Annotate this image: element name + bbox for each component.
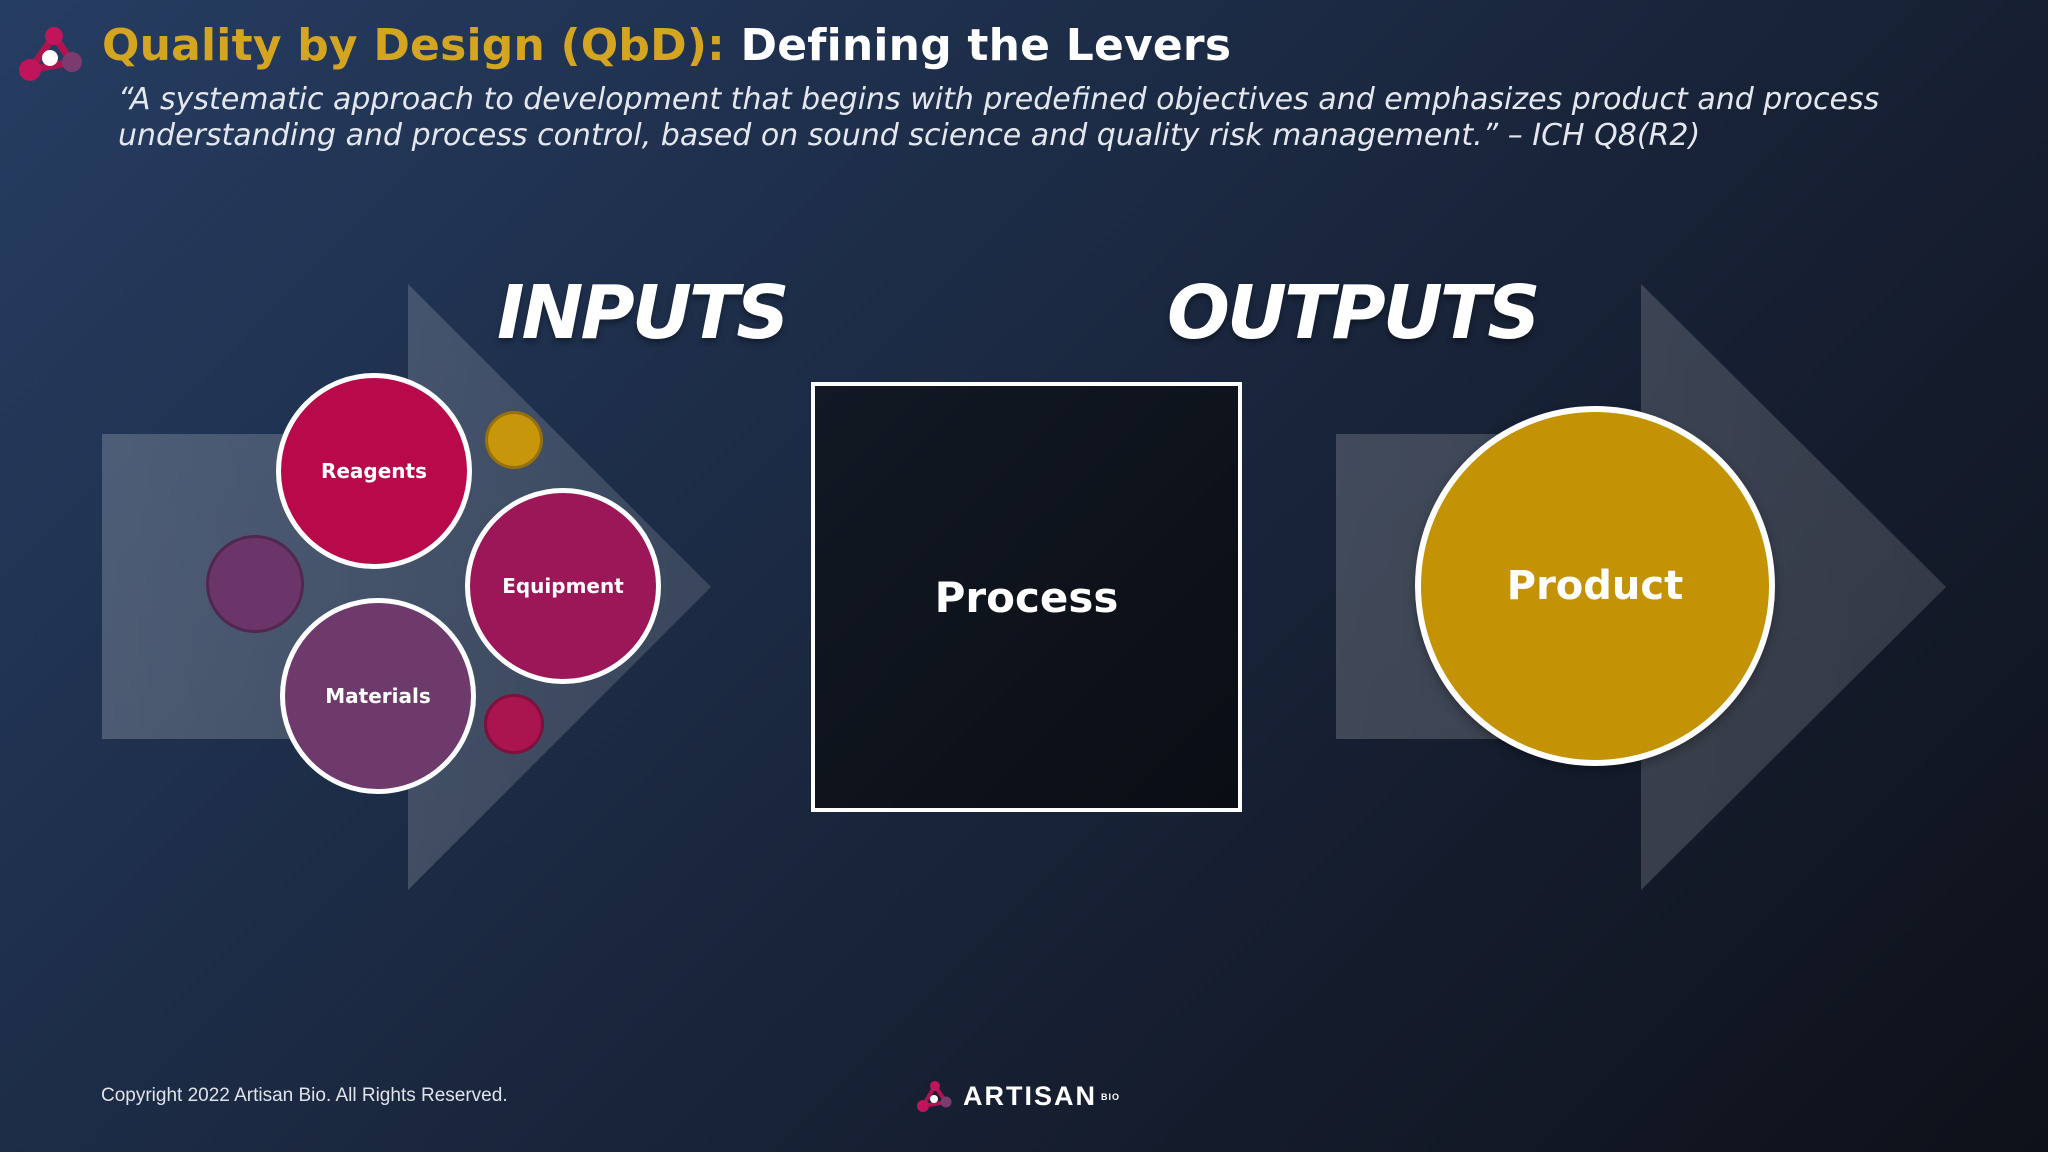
input-equipment: Equipment [465,488,661,684]
footer-brand: ARTISAN BIO [913,1078,1120,1114]
ich-quote: “A systematic approach to development th… [118,82,1880,153]
outputs-heading: OUTPUTS [1167,270,1541,356]
inputs-arrow [102,284,711,890]
brand-name: ARTISAN [963,1080,1097,1111]
artisan-brand-icon [917,1081,952,1112]
input-reagents: Reagents [276,373,472,569]
decorative-dot-red [484,694,544,754]
process-box: Process [811,382,1242,812]
slide-title-rest: Defining the Levers [740,20,1232,71]
inputs-heading: INPUTS [497,270,790,356]
slide-title: Quality by Design (QbD): Defining the Le… [102,20,1231,71]
decorative-dot-purple [206,535,304,633]
output-product: Product [1415,406,1775,766]
artisan-logo-icon [19,27,82,81]
input-materials: Materials [280,598,476,794]
copyright-notice: Copyright 2022 Artisan Bio. All Rights R… [101,1085,508,1106]
slide-title-accent: Quality by Design (QbD): [102,20,725,71]
decorative-dot-gold [485,411,543,469]
brand-sub: BIO [1101,1092,1121,1102]
